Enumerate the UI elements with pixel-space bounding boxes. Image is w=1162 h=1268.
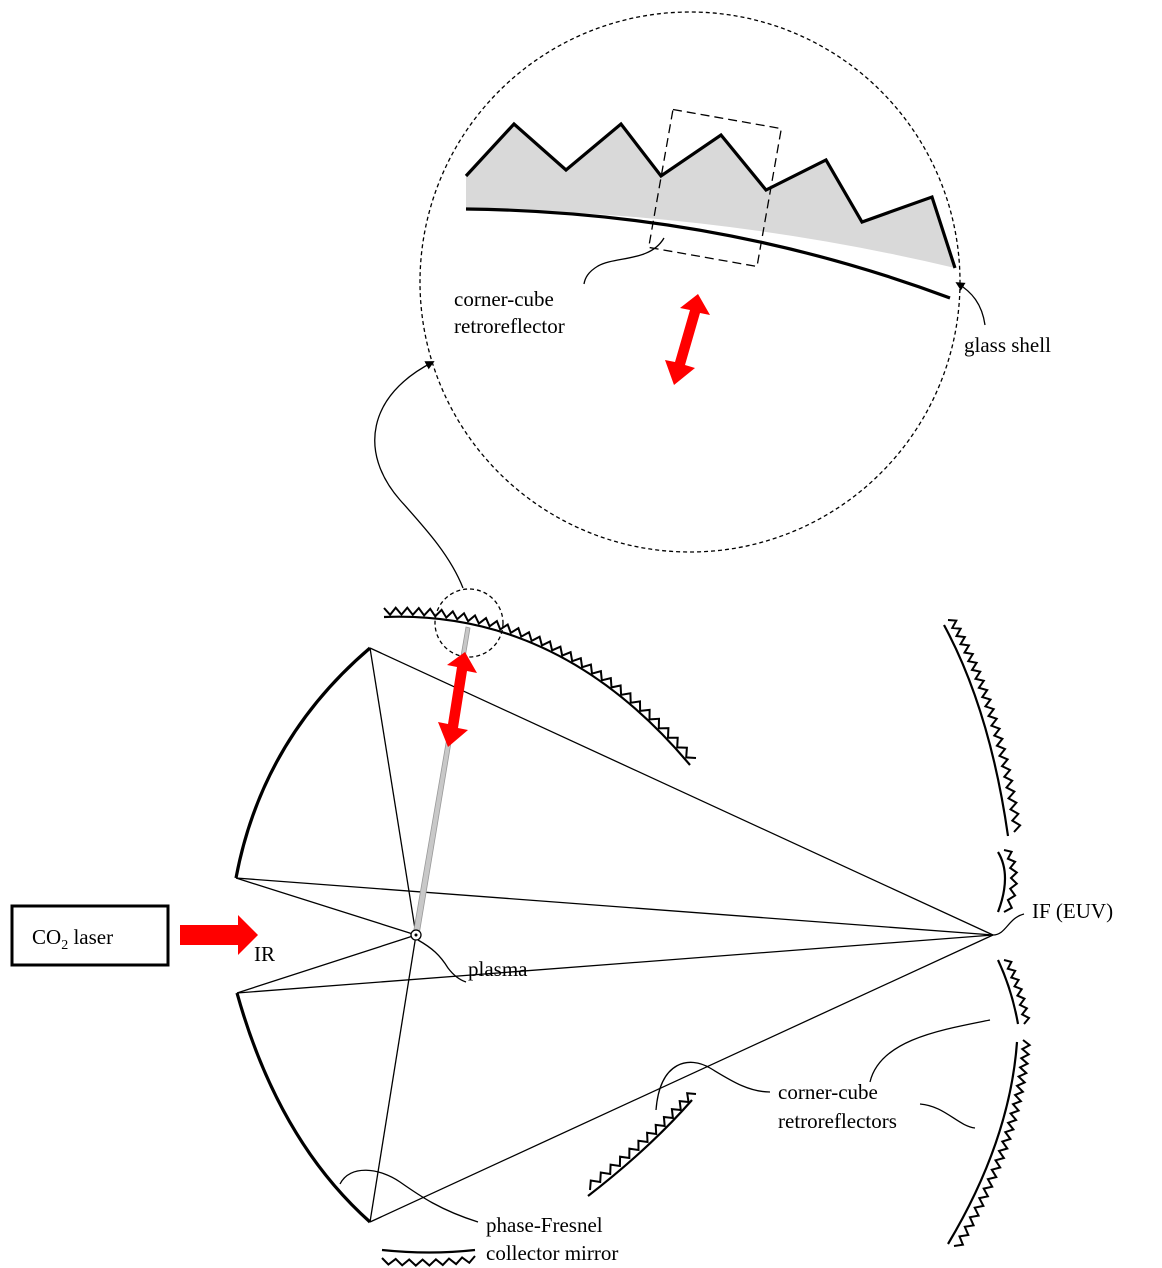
inset-boundary-circle xyxy=(419,11,961,553)
zoom-region-circle xyxy=(434,588,504,658)
inset-cube-leader xyxy=(583,237,665,285)
if-leader xyxy=(992,913,1025,936)
co2-laser-label: CO2 laser xyxy=(32,925,113,953)
retroreflector-teeth xyxy=(464,121,957,269)
sawtooth-teeth xyxy=(381,606,1032,1267)
co2-subscript: 2 xyxy=(61,938,68,953)
sawtooth-strip xyxy=(953,1039,1032,1247)
sawtooth-strip xyxy=(1003,849,1019,913)
co2-laser-box xyxy=(10,904,170,967)
sawtooth-strip xyxy=(1003,959,1031,1025)
retro-leader-1 xyxy=(655,1061,771,1111)
right-retro-mirror-segments xyxy=(943,624,1020,1245)
plasma-label: plasma xyxy=(468,957,528,981)
collector-label-line2: collector mirror xyxy=(486,1241,618,1265)
sawtooth-strip xyxy=(381,1255,476,1267)
collector-label-line1: phase-Fresnel xyxy=(486,1213,603,1237)
retro-leader-2 xyxy=(869,1019,991,1083)
co2-text: CO xyxy=(32,925,61,949)
ir-red-arrow xyxy=(180,915,258,955)
collector-leader xyxy=(339,1169,479,1223)
retroreflectors-label-line2: retroreflectors xyxy=(778,1109,897,1133)
inset-label-line1: corner-cube xyxy=(454,287,554,311)
inset-magnified-view: corner-cube retroreflector glass shell xyxy=(419,11,1051,553)
inset-label-line2: retroreflector xyxy=(454,314,565,338)
zoom-connector-arrow xyxy=(374,361,464,589)
sawtooth-strip xyxy=(589,1092,697,1191)
glass-shell-back-surface xyxy=(465,207,951,300)
laser-text: laser xyxy=(68,925,113,949)
inset-red-double-arrow xyxy=(665,294,710,385)
lower-retro-mirror-segments xyxy=(381,1099,693,1254)
sawtooth-strip xyxy=(947,619,1022,833)
glass-shell-arrow xyxy=(955,282,986,326)
main-red-double-arrow xyxy=(438,652,477,747)
if-euv-label: IF (EUV) xyxy=(1032,899,1113,923)
glass-shell-body xyxy=(466,124,955,268)
collector-mirror-upper-arc xyxy=(234,646,372,879)
glass-shell-label: glass shell xyxy=(964,333,1051,357)
retro-leader-3 xyxy=(919,1103,976,1129)
collector-mirror-lower-arc xyxy=(235,992,372,1224)
plasma-leader xyxy=(417,939,467,983)
retroreflectors-label-line1: corner-cube xyxy=(778,1080,878,1104)
upper-retro-mirror-segment xyxy=(383,615,691,766)
ray-lines xyxy=(235,647,994,1223)
plasma-dot xyxy=(414,933,418,937)
sawtooth-strip xyxy=(383,606,697,759)
ir-label: IR xyxy=(254,942,275,966)
